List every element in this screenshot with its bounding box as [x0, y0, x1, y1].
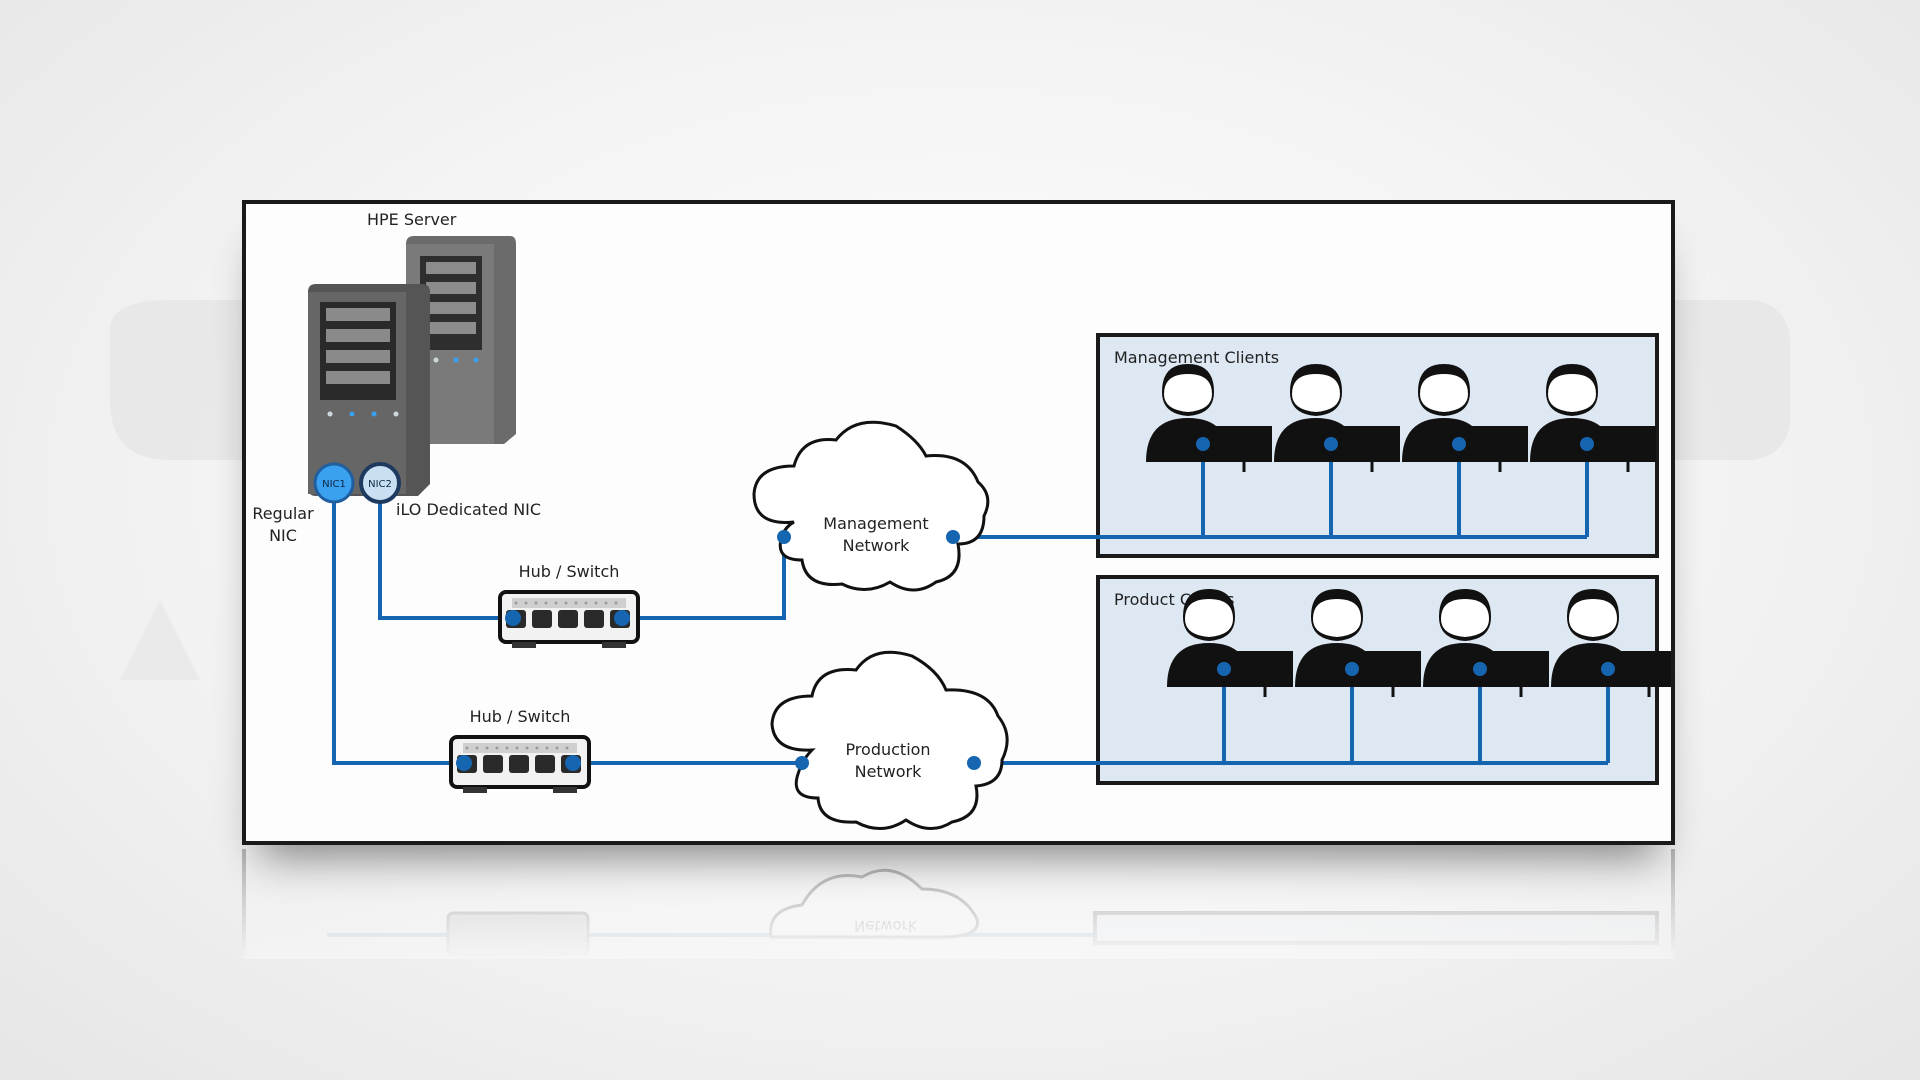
production-network-cloud-icon [770, 650, 1009, 830]
nic1-label: NIC1 [322, 479, 346, 490]
management-client-2 [1274, 364, 1400, 472]
management-network-label-line2: Network [842, 536, 910, 555]
management-client-1 [1146, 364, 1272, 472]
nic2-port: NIC2 [359, 462, 401, 504]
ilo-dedicated-nic-label: iLO Dedicated NIC [396, 500, 542, 519]
network-diagram: NIC1 NIC2 [308, 236, 1671, 830]
nic1-port: NIC1 [313, 462, 355, 504]
nic2-label: NIC2 [368, 479, 392, 490]
production-network-label-line2: Network [854, 762, 922, 781]
product-client-1 [1167, 589, 1293, 697]
management-client-3 [1402, 364, 1528, 472]
top-hub-switch-icon [498, 590, 640, 648]
product-client-2 [1295, 589, 1421, 697]
management-network-label: Management Network [806, 513, 946, 557]
production-network-label-line1: Production [845, 740, 931, 759]
bottom-hub-switch-icon [449, 735, 591, 793]
management-network-cloud-icon [752, 420, 990, 592]
diagram-panel: Management Clients Product Clients [242, 200, 1675, 845]
regular-nic-label-line2: NIC [269, 526, 297, 545]
product-client-icons [1167, 589, 1671, 697]
hpe-server-label: HPE Server [367, 210, 457, 229]
top-switch-to-management-network-link [622, 537, 786, 620]
product-client-4 [1551, 589, 1671, 697]
management-network-label-line1: Management [823, 514, 929, 533]
management-client-icons [1146, 364, 1656, 472]
bottom-switch-label: Hub / Switch [469, 707, 571, 726]
management-client-4 [1530, 364, 1656, 472]
regular-nic-label-line1: Regular [252, 504, 314, 523]
regular-nic-to-bottom-switch-link [332, 484, 464, 765]
regular-nic-label: Regular NIC [248, 503, 318, 547]
top-switch-label: Hub / Switch [518, 562, 620, 581]
production-network-label: Production Network [818, 739, 958, 783]
panel-reflection: Network [242, 849, 1675, 959]
ilo-to-top-switch-link [378, 484, 513, 620]
product-client-3 [1423, 589, 1549, 697]
management-clients-title: Management Clients [1114, 348, 1280, 367]
hpe-server-icon [308, 236, 516, 496]
